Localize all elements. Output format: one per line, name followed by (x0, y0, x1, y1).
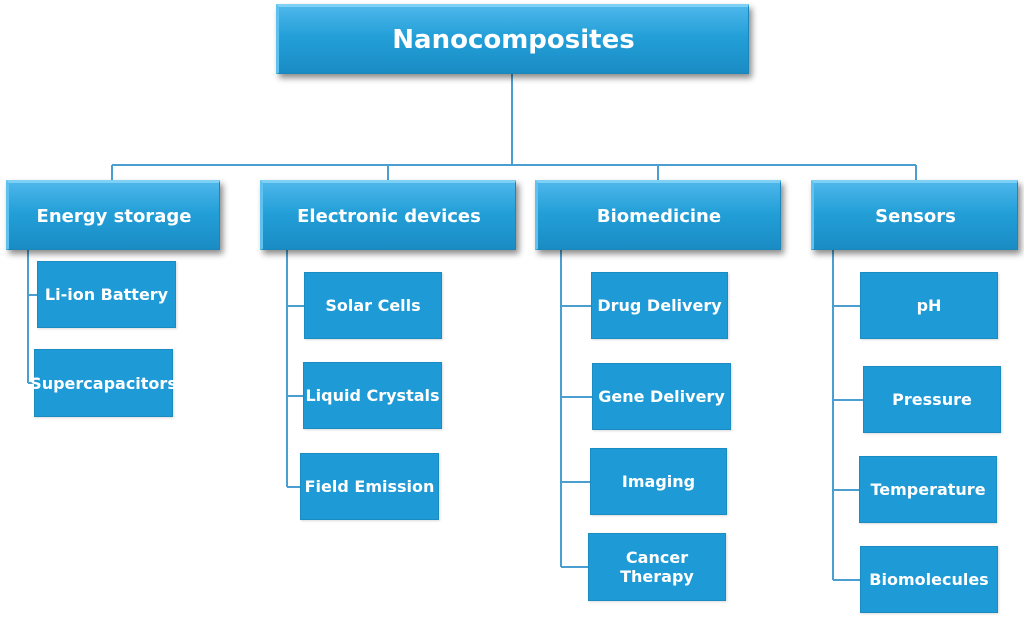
root-node: Nanocomposites (276, 4, 749, 74)
leaf-liquid-crystals: Liquid Crystals (303, 362, 442, 429)
leaf-biomolecules: Biomolecules (860, 546, 998, 613)
leaf-label: Drug Delivery (597, 296, 722, 315)
category-label: Electronic devices (297, 205, 481, 227)
category-energy-storage: Energy storage (6, 180, 220, 250)
leaf-label: Temperature (870, 480, 986, 499)
category-label: Biomedicine (596, 205, 722, 227)
leaf-label: Supercapacitors (30, 373, 177, 393)
leaf-imaging: Imaging (590, 448, 727, 515)
category-sensors: Sensors (811, 180, 1018, 250)
leaf-label: pH (916, 296, 942, 315)
leaf-supercapacitors: Supercapacitors (30, 349, 177, 417)
category-biomedicine: Biomedicine (535, 180, 781, 250)
leaf-label: Pressure (892, 390, 972, 409)
leaf-pressure: Pressure (863, 366, 1001, 433)
leaf-temperature: Temperature (859, 456, 997, 523)
leaf-gene-delivery: Gene Delivery (592, 363, 731, 430)
leaf-drug-delivery: Drug Delivery (591, 272, 728, 339)
leaf-label: Imaging (621, 472, 696, 491)
leaf-label: Field Emission (304, 477, 435, 496)
leaf-label: Gene Delivery (598, 387, 725, 406)
category-electronic-devices: Electronic devices (260, 180, 516, 250)
leaf-solar-cells: Solar Cells (304, 272, 442, 339)
leaf-label: Solar Cells (325, 296, 421, 315)
leaf-label: Cancer Therapy (620, 548, 694, 586)
leaf-field-emission: Field Emission (300, 453, 439, 520)
leaf-label: Liquid Crystals (305, 386, 440, 405)
leaf-cancer-therapy: Cancer Therapy (588, 533, 726, 601)
leaf-label: Biomolecules (869, 570, 989, 589)
leaf-li-ion-battery: Li-ion Battery (37, 261, 176, 328)
leaf-ph: pH (860, 272, 998, 339)
category-label: Energy storage (36, 205, 192, 227)
root-label: Nanocomposites (392, 25, 635, 55)
leaf-label: Li-ion Battery (44, 285, 169, 304)
category-label: Sensors (875, 205, 956, 227)
